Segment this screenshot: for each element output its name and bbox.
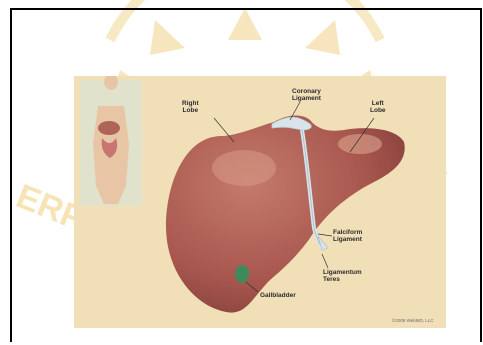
leader-falciform (318, 234, 332, 236)
right-lobe-highlight (212, 150, 276, 186)
copyright-notice: ©2009 WebMD, LLC (392, 318, 434, 323)
label-falciform-ligament: Falciform Ligament (333, 229, 362, 243)
body-inset (80, 76, 142, 206)
label-ligamentum-teres: Ligamentum Teres (323, 269, 362, 283)
label-right-lobe: Right Lobe (182, 100, 199, 114)
label-coronary-ligament: Coronary Ligament (292, 88, 321, 102)
inset-liver (98, 121, 120, 135)
label-left-lobe: Left Lobe (370, 100, 386, 114)
left-lobe-highlight (338, 134, 382, 154)
liver-figure: Right Lobe Coronary Ligament Left Lobe F… (74, 76, 446, 328)
liver-illustration (74, 76, 446, 328)
gallbladder (235, 265, 249, 283)
label-gallbladder: Gallbladder (260, 292, 296, 299)
leader-teres (322, 254, 328, 268)
